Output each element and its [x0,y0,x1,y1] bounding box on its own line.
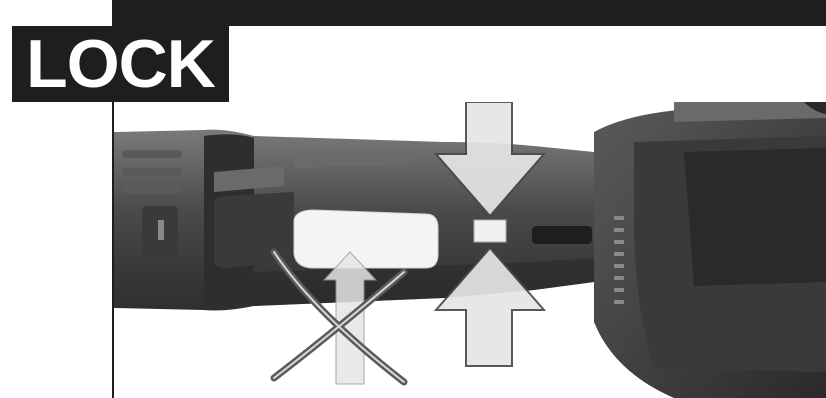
lock-label: LOCK [12,26,229,102]
tool-head [594,102,826,398]
frame-vertical-line [112,0,114,398]
press-down-arrow-icon [433,102,547,218]
slide-direction-arrow-icon [293,209,439,269]
tool-lock-illustration [114,102,826,398]
lock-button [473,219,507,243]
press-up-arrow-icon [433,246,547,367]
top-frame-bar [114,0,826,26]
